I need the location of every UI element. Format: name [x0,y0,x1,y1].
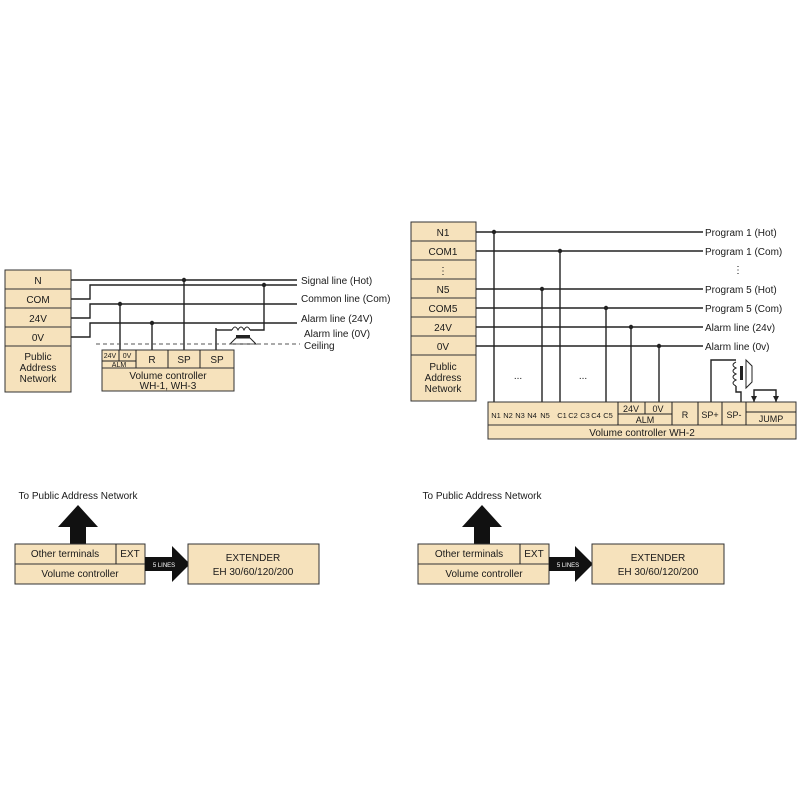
terminal-sp-2: SP [210,355,224,366]
extender-models-2: EH 30/60/120/200 [618,567,699,578]
program1-com-label: Program 1 (Com) [705,247,782,258]
common-line-label: Common line (Com) [301,294,390,305]
alarm-24v-label: Alarm line (24V) [301,314,373,325]
alm-24v: 24V [104,353,117,360]
extender-block-2: To Public Address Network Other terminal… [417,491,725,585]
extender-box [187,543,320,585]
right-arrow-icon [549,546,593,582]
ext-terminal-2: EXT [524,549,543,560]
other-terminals: Other terminals [31,549,99,560]
to-network-label-2: To Public Address Network [423,491,543,502]
transformer-coil-2 [732,361,738,387]
alarm-24v-label-2: Alarm line (24v) [705,323,775,334]
right-arrow-icon [145,546,190,582]
terminal-0v: 0V [32,333,45,344]
wh2-controller-name: Volume controller WH-2 [589,428,695,439]
terminal-com1: COM1 [429,247,458,258]
extender-label: EXTENDER [226,553,280,564]
network-label-2-line1: Public [429,362,456,373]
ceiling-speaker-icon [228,337,258,345]
left-wiring: N COM 24V 0V Public Address Network Sign… [4,269,390,393]
up-arrow-icon [462,505,502,544]
wh2-terminal-r: R [682,410,689,420]
wh2-alm-24v: 24V [623,404,639,414]
public-address-network-box [4,345,72,393]
extender-models: EH 30/60/120/200 [213,567,294,578]
network-label-2-line2: Address [425,373,462,384]
program-vdots: ⋮ [733,265,743,276]
alarm-0v-line [71,322,297,338]
network-label-2-line3: Network [425,384,463,395]
n-ellipsis: ... [514,371,522,382]
wh2-terminal-n1: N1 [491,411,501,420]
five-lines-label-2: 5 LINES [557,563,579,569]
wh2-terminal-c4: C4 [591,411,601,420]
volume-controller-label-2: Volume controller [445,569,523,580]
terminal-n5: N5 [437,285,450,296]
ceiling-label: Ceiling [304,341,335,352]
terminal-24v: 24V [29,314,47,325]
right-wiring: N1 COM1 ⋮ N5 COM5 24V 0V Public Address … [410,221,797,440]
program5-hot-label: Program 5 (Hot) [705,285,777,296]
transformer-coil [231,326,251,332]
public-address-network-box-2 [410,354,477,402]
wh2-terminal-c3: C3 [580,411,590,420]
volume-controller-wh1-wh3: 24V 0V ALM R SP SP Volume controller WH-… [101,349,235,392]
terminal-sp-1: SP [177,355,191,366]
wh2-alm-label: ALM [636,415,655,425]
alarm-0v-label-2: Alarm line (0v) [705,342,769,353]
wh2-terminal-n3: N3 [515,411,525,420]
jump-wire [753,389,777,402]
speaker-icon [745,358,753,390]
c-ellipsis: ... [579,371,587,382]
terminal-com: COM [26,295,49,306]
wh2-terminal-n5: N5 [540,411,550,420]
wh2-terminal-c1: C1 [557,411,567,420]
wh2-terminal-jump: JUMP [759,414,784,424]
network-label-line1: Public [24,352,51,363]
volume-controller-label: Volume controller [41,569,119,580]
other-terminals-2: Other terminals [435,549,503,560]
controller-models: WH-1, WH-3 [140,381,197,392]
wh2-alm-0v: 0V [652,404,663,414]
terminal-r: R [148,355,155,366]
network-label-line3: Network [20,374,58,385]
terminal-vdots: ⋮ [438,266,448,277]
network-label-line2: Address [20,363,57,374]
wh2-terminal-c2: C2 [568,411,578,420]
ext-terminal: EXT [120,549,139,560]
extender-label-2: EXTENDER [631,553,685,564]
five-lines-label: 5 LINES [153,563,175,569]
extender-block-1: To Public Address Network Other terminal… [14,491,320,585]
terminal-com5: COM5 [429,304,458,315]
terminal-n: N [34,276,41,287]
controller-name: Volume controller [129,371,207,382]
wh2-terminal-n2: N2 [503,411,513,420]
signal-line-label: Signal line (Hot) [301,276,372,287]
wh2-terminal-sp-minus: SP- [726,410,741,420]
alm-0v: 0V [123,353,132,360]
up-arrow-icon [58,505,98,544]
volume-controller-wh2: 24V 0V ALM R SP+ SP- JUMP Volume control… [487,401,797,440]
wh2-terminal-c5: C5 [603,411,613,420]
terminal-0v-2: 0V [437,342,450,353]
alarm-0v-label: Alarm line (0V) [304,329,370,340]
wh2-terminal-n4: N4 [527,411,537,420]
program5-com-label: Program 5 (Com) [705,304,782,315]
alarm-24v-line [71,303,297,319]
wh2-terminal-sp-plus: SP+ [701,410,718,420]
alm-label: ALM [112,362,127,369]
extender-box-2 [591,543,725,585]
terminal-n1: N1 [437,228,450,239]
terminal-24v-2: 24V [434,323,452,334]
program1-hot-label: Program 1 (Hot) [705,228,777,239]
common-line [71,284,297,300]
to-network-label: To Public Address Network [19,491,139,502]
